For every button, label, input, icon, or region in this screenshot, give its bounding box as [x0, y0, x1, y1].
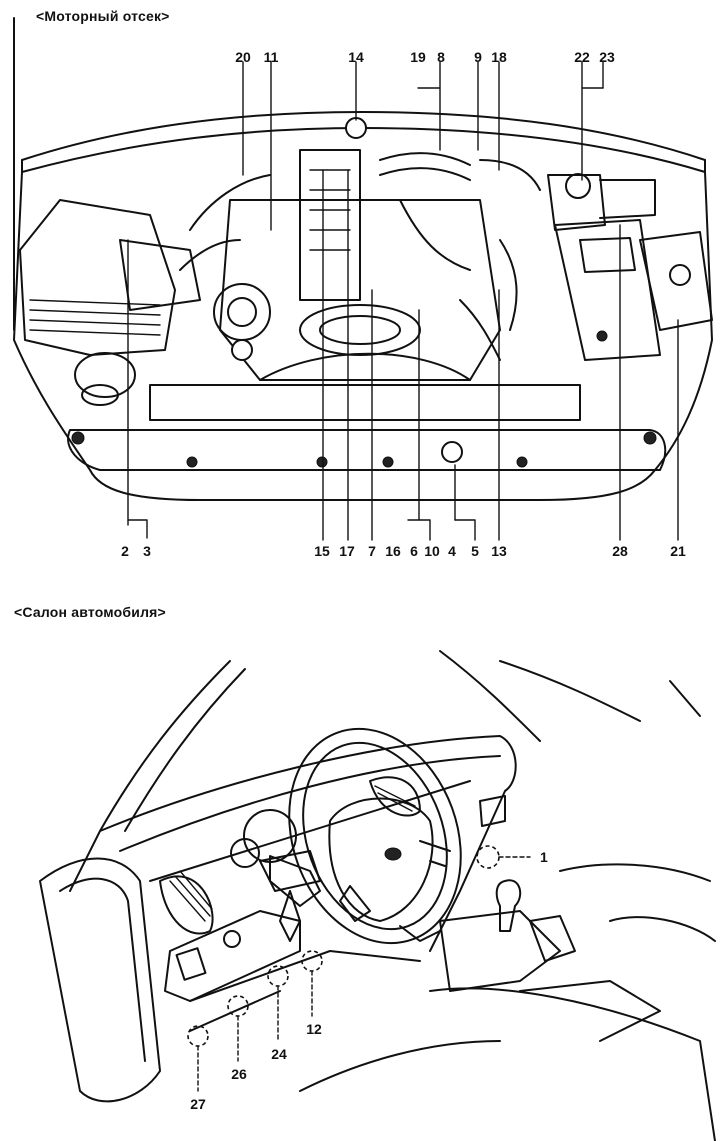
callout-19: 19: [410, 49, 426, 65]
engine-front-support: [67, 384, 667, 471]
callout-2: 2: [121, 543, 129, 559]
interior-windshield-frame: [69, 650, 701, 892]
callout-14: 14: [348, 49, 364, 65]
engine-top-callouts: 20 11 14 19 8 9 18 22 23: [235, 49, 615, 65]
callout-20: 20: [235, 49, 251, 65]
callout-5: 5: [471, 543, 479, 559]
callout-1: 1: [540, 849, 548, 865]
engine-coolant-reservoir: [74, 352, 136, 406]
callout-28: 28: [612, 543, 628, 559]
interior-illustration: 1 12 24 26 27: [39, 650, 716, 1141]
engine-bottom-callouts: 2 3 15 17 7 16 6 10 4 5 13 28 21: [121, 543, 686, 559]
callout-17: 17: [339, 543, 355, 559]
engine-air-filter-box: [19, 199, 201, 356]
callout-23: 23: [599, 49, 615, 65]
interior-location-markers: [187, 845, 531, 1092]
interior-section-title: <Салон автомобиля>: [14, 604, 166, 620]
marker-1: [476, 845, 500, 869]
engine-bay-illustration: 20 11 14 19 8 9 18 22 23 2 3 15 17 7 16 …: [13, 17, 713, 559]
interior-center-console: [439, 863, 716, 1042]
callout-15: 15: [314, 543, 330, 559]
callout-10: 10: [424, 543, 440, 559]
callout-6: 6: [410, 543, 418, 559]
interior-steering-wheel: [288, 727, 462, 945]
marker-27: [187, 1025, 209, 1047]
callout-11: 11: [264, 49, 279, 65]
engine-battery: [554, 219, 661, 361]
callout-26: 26: [231, 1066, 247, 1082]
callout-12: 12: [306, 1021, 322, 1037]
callout-8: 8: [437, 49, 445, 65]
engine-fuse-box: [639, 231, 713, 331]
interior-steering-column: [269, 855, 321, 942]
interior-door-panel: [39, 857, 161, 1103]
engine-section-title: <Моторный отсек>: [36, 8, 170, 24]
callout-24: 24: [271, 1046, 287, 1062]
callout-18: 18: [491, 49, 507, 65]
callout-7: 7: [368, 543, 376, 559]
callout-4: 4: [448, 543, 456, 559]
callout-22: 22: [574, 49, 590, 65]
callout-3: 3: [143, 543, 151, 559]
callout-9: 9: [474, 49, 482, 65]
callout-16: 16: [385, 543, 401, 559]
interior-callouts: 1 12 24 26 27: [190, 849, 548, 1112]
interior-seat: [299, 987, 716, 1141]
engine-block: [213, 149, 501, 381]
engine-leader-lines: [127, 61, 679, 541]
callout-13: 13: [491, 543, 507, 559]
callout-27: 27: [190, 1096, 206, 1112]
callout-21: 21: [670, 543, 686, 559]
